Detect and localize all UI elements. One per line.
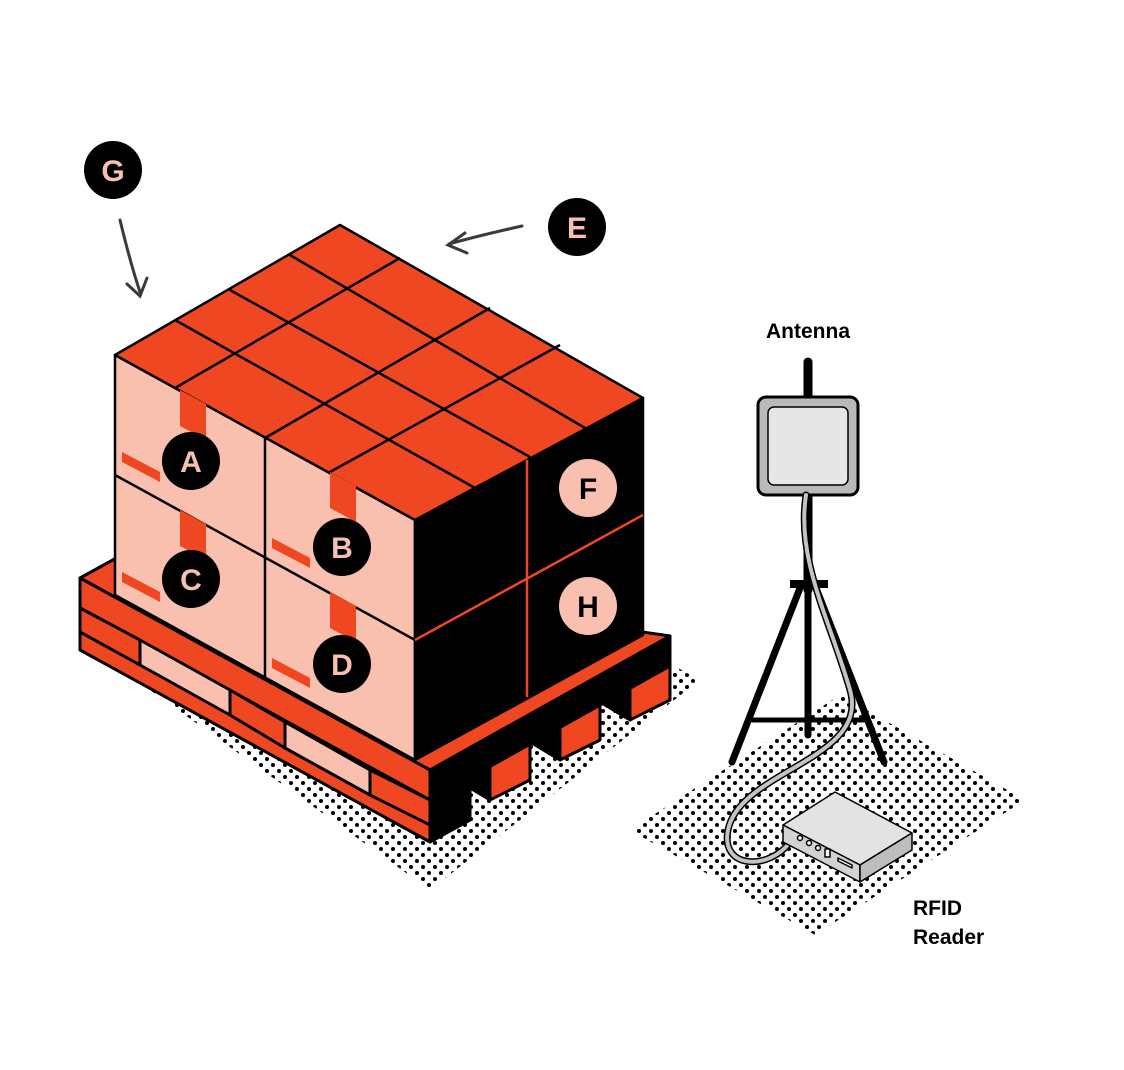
- rfid-reader-device: [782, 791, 913, 883]
- marker-a: A: [162, 432, 220, 490]
- arrow-g-pointer: [118, 218, 149, 299]
- marker-b: B: [313, 518, 371, 576]
- arrow-e-pointer: [444, 224, 524, 255]
- antenna-panel: [756, 395, 860, 497]
- marker-f: F: [559, 459, 617, 517]
- marker-g: G: [84, 141, 142, 199]
- marker-d: D: [313, 635, 371, 693]
- marker-e-letter: E: [567, 212, 587, 245]
- marker-h: H: [559, 577, 617, 635]
- marker-c-letter: C: [180, 564, 202, 597]
- marker-e: E: [548, 198, 606, 256]
- marker-a-letter: A: [180, 446, 202, 479]
- antenna-label: Antenna: [766, 320, 850, 343]
- marker-f-letter: F: [579, 473, 597, 506]
- stack-top-grid: [174, 253, 586, 490]
- marker-g-letter: G: [101, 155, 124, 188]
- marker-c: C: [162, 550, 220, 608]
- rfid-reader-label-line1: RFID: [913, 897, 962, 920]
- box-tape-strips: [180, 390, 356, 642]
- box-shipping-labels: [122, 452, 310, 688]
- marker-b-letter: B: [331, 532, 353, 565]
- marker-h-letter: H: [577, 591, 599, 624]
- rfid-reader-label-line2: Reader: [913, 926, 984, 949]
- marker-d-letter: D: [331, 649, 353, 682]
